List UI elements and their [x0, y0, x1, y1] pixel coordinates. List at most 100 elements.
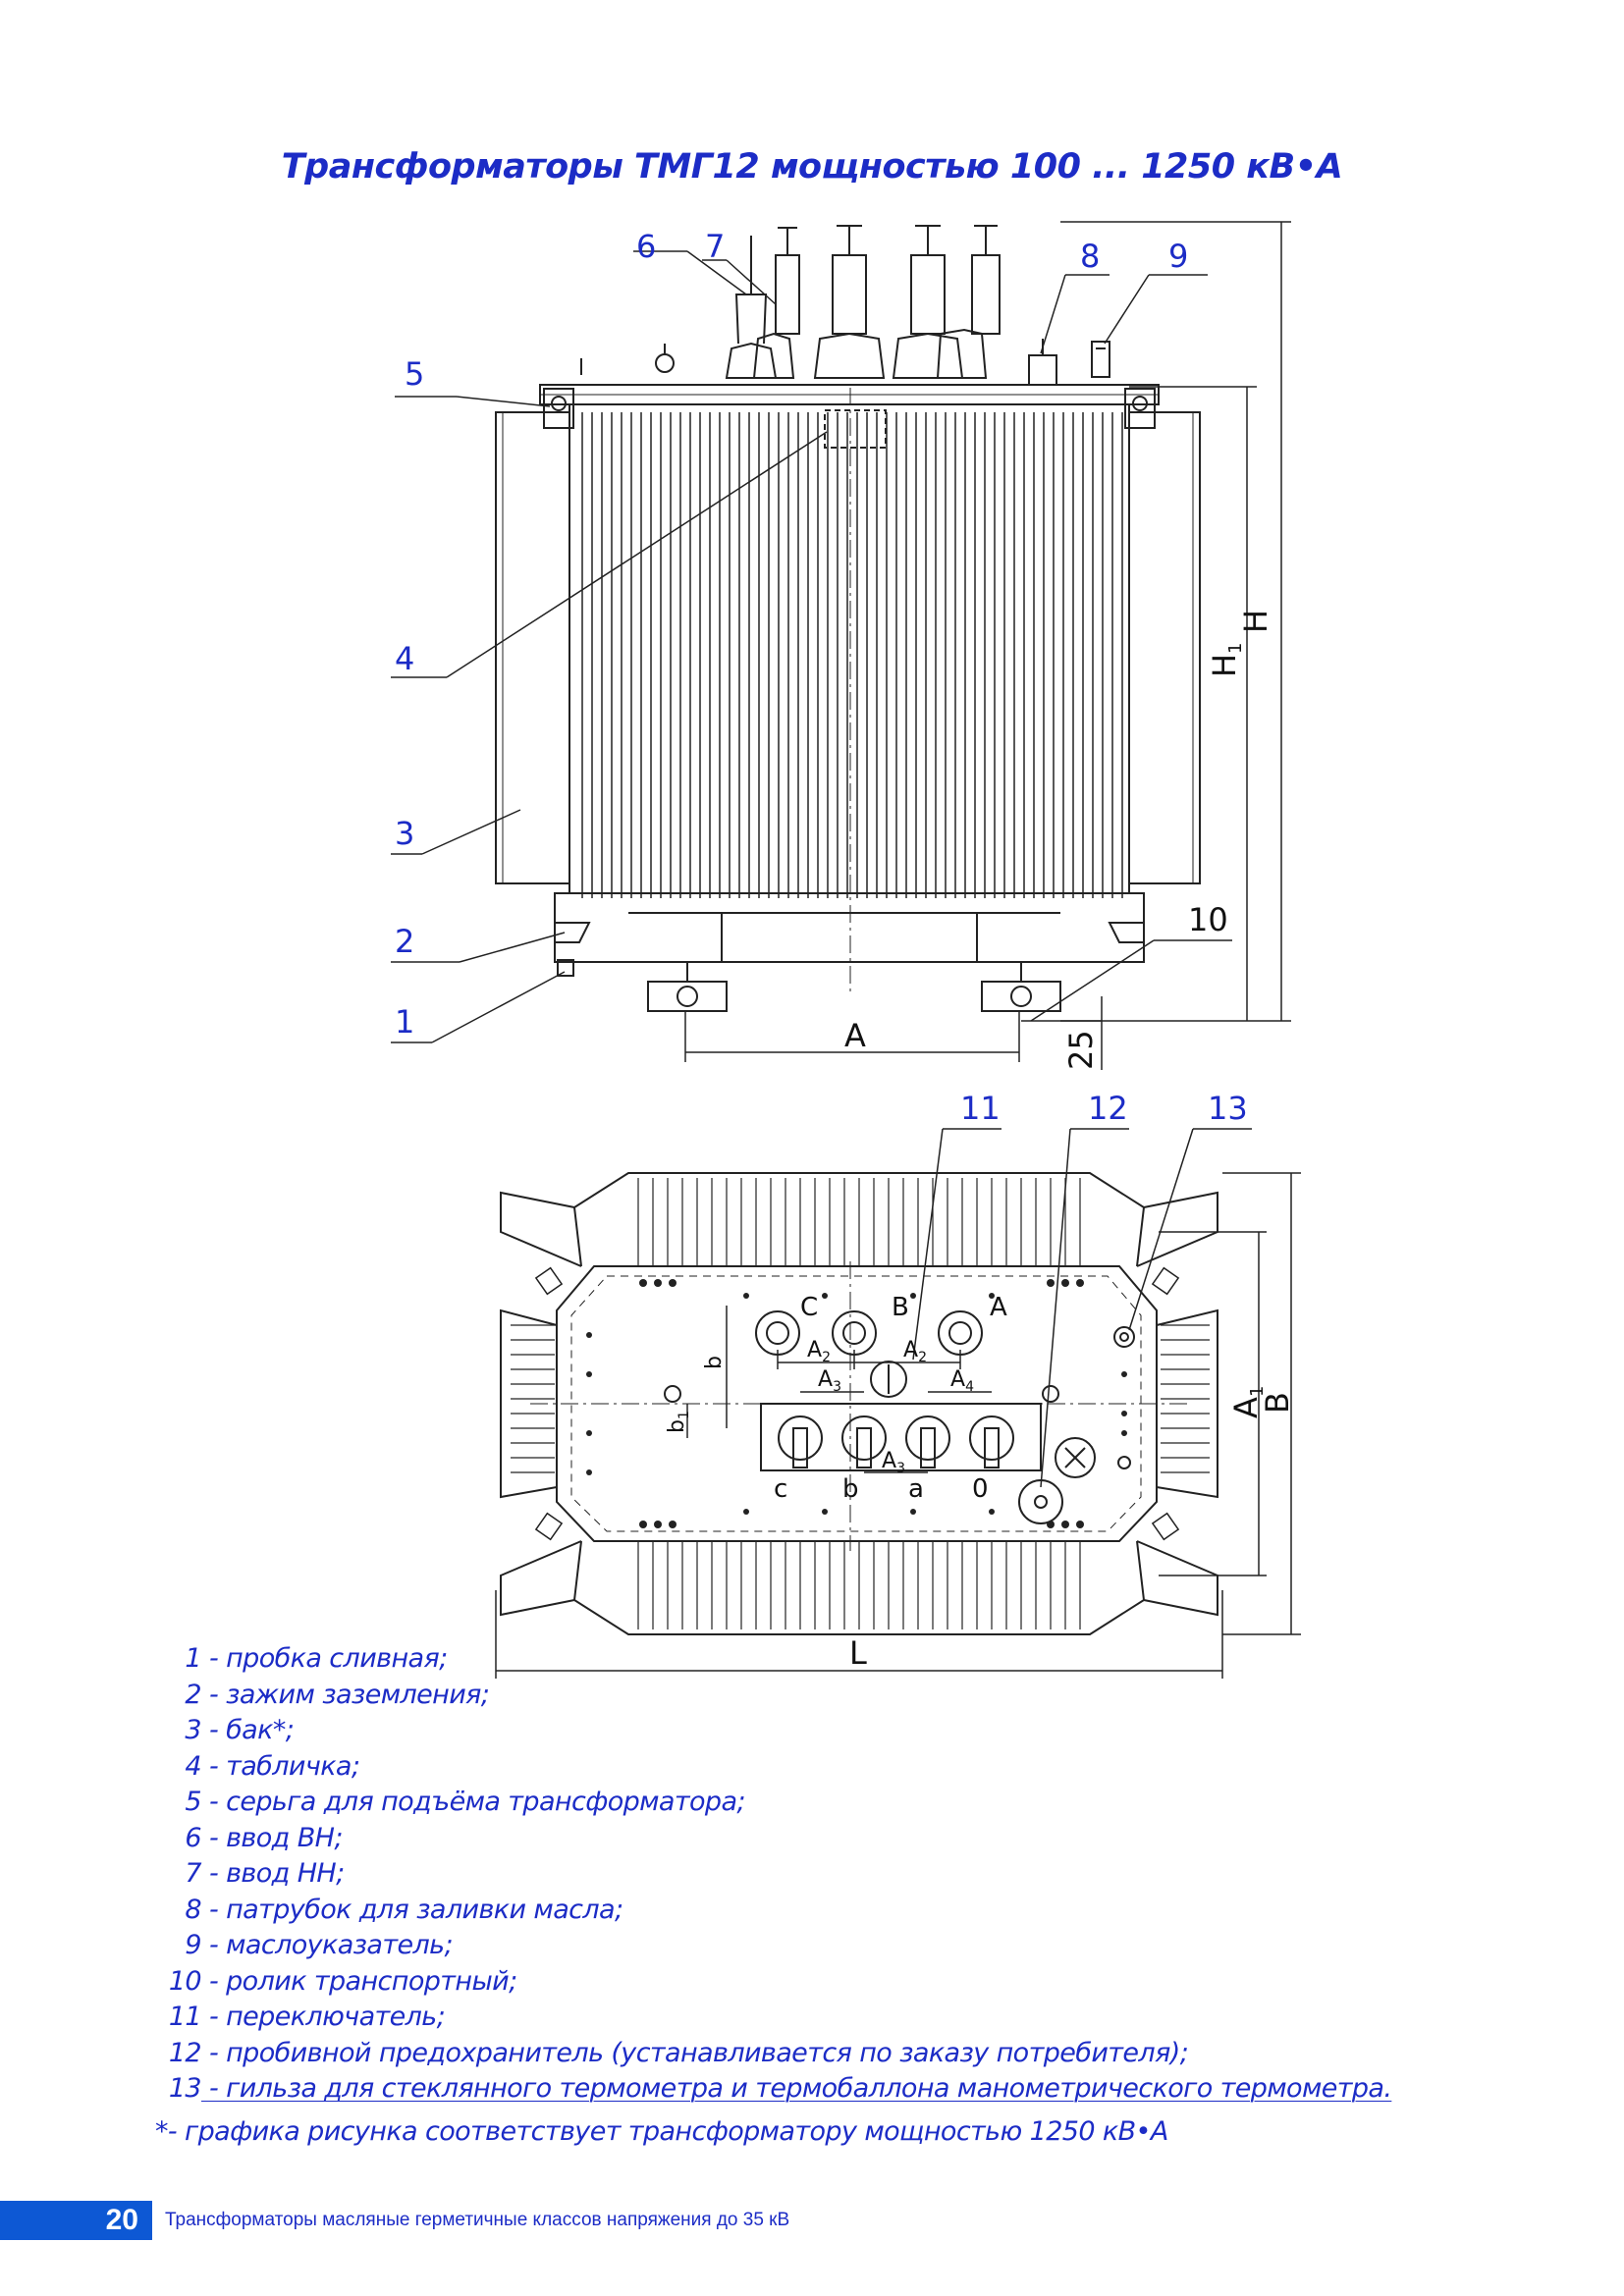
- fins-bottom: [572, 1540, 1146, 1635]
- legend-number: 2: [185, 1679, 201, 1710]
- hv-bushing-a: [938, 1310, 983, 1356]
- dim-A3-bottom: A3: [882, 1449, 905, 1476]
- legend-text: - бак*;: [208, 1715, 295, 1745]
- legend-text: - переключатель;: [208, 2002, 446, 2032]
- front-leaders: [391, 250, 1232, 1043]
- lv-bushing-panel: [760, 1403, 1042, 1471]
- legend-item: 8 - патрубок для заливки масла;: [152, 1893, 1527, 1929]
- lv-label-b: b: [842, 1474, 859, 1504]
- lv-label-a: a: [908, 1474, 924, 1504]
- legend-number: 12: [168, 2037, 202, 2068]
- tank-plan: [556, 1265, 1158, 1542]
- callout-12: 12: [1088, 1090, 1128, 1127]
- legend-number: 4: [185, 1750, 201, 1782]
- dim-A3-top: A3: [818, 1367, 841, 1395]
- dim-25: 25: [1062, 1030, 1100, 1070]
- page-number: 20: [105, 2204, 138, 2236]
- fins-left: [500, 1308, 558, 1499]
- dim-b: b: [702, 1356, 727, 1369]
- hv-bushing-b: [832, 1310, 877, 1356]
- legend-text: - серьга для подъёма трансформатора;: [208, 1787, 746, 1817]
- side-fins-left: [495, 411, 569, 884]
- legend-number: 6: [185, 1822, 201, 1853]
- legend-text: - ролик транспортный;: [208, 1965, 517, 1997]
- tap-changer: [870, 1361, 907, 1398]
- legend-item: 9 - маслоуказатель;: [152, 1928, 1527, 1964]
- dim-A2-left: A2: [807, 1338, 831, 1365]
- transport-roller-right: [981, 962, 1061, 1012]
- hv-label-c: C: [800, 1293, 818, 1322]
- legend-text: - патрубок для заливки масла;: [208, 1894, 623, 1925]
- legend-item: 7 - ввод НН;: [152, 1856, 1527, 1893]
- page-number-badge: 20: [0, 2201, 152, 2240]
- callout-13: 13: [1208, 1090, 1248, 1127]
- lv-bushing-c: [778, 1415, 823, 1468]
- callout-10: 10: [1188, 901, 1228, 938]
- lv-bushing-b: [841, 1415, 887, 1468]
- top-view: [500, 1172, 1218, 1635]
- thermometer-sleeve: [1113, 1326, 1135, 1348]
- legend-list: 1 - пробка сливная; 2 - зажим заземления…: [152, 1641, 1527, 2108]
- dim-B: B: [1259, 1392, 1296, 1414]
- footnote: *- графика рисунка соответствует трансфо…: [155, 2116, 1168, 2147]
- base-frame: [554, 892, 1145, 963]
- legend-text: - ввод ВН;: [208, 1822, 343, 1853]
- callout-1: 1: [395, 1003, 414, 1041]
- dim-A1-sub: 1: [1247, 1386, 1268, 1397]
- legend-text: - табличка;: [208, 1750, 360, 1782]
- legend-item: 3 - бак*;: [152, 1713, 1527, 1749]
- fill-pipe-plan: [1055, 1437, 1096, 1478]
- legend-number: 13: [168, 2073, 202, 2104]
- bushing-lv-3: [892, 225, 964, 379]
- page-footer: 20 Трансформаторы масляные герметичные к…: [0, 2201, 1624, 2240]
- cover-fitting-left: [655, 344, 675, 373]
- tank-corrugation: [581, 412, 1123, 898]
- legend-item: 13 - гильза для стеклянного термометра и…: [152, 2071, 1527, 2108]
- legend-item: 10 - ролик транспортный;: [152, 1964, 1527, 2001]
- dim-H1-sub: 1: [1225, 643, 1246, 654]
- oil-gauge: [1091, 341, 1110, 378]
- front-view: [495, 225, 1201, 1012]
- callout-3: 3: [395, 815, 414, 852]
- dim-A4: A4: [950, 1367, 974, 1395]
- legend-text: - маслоуказатель;: [208, 1930, 454, 1960]
- bushings: [725, 225, 1001, 379]
- lifting-lug-right: [1124, 388, 1156, 429]
- lv-label-c: c: [774, 1474, 787, 1504]
- lv-bushing-0: [969, 1415, 1014, 1468]
- callout-8: 8: [1080, 238, 1100, 275]
- top-dimensions: [495, 1172, 1301, 1679]
- lv-bushing-a: [905, 1415, 950, 1468]
- footer-caption: Трансформаторы масляные герметичные клас…: [165, 2210, 790, 2230]
- legend-item: 4 - табличка;: [152, 1749, 1527, 1786]
- legend-number: 7: [185, 1858, 201, 1889]
- legend-text: - ввод НН;: [208, 1858, 345, 1889]
- top-leaders: [912, 1128, 1252, 1488]
- callout-5: 5: [405, 355, 424, 393]
- bushing-lv-1: [752, 227, 800, 379]
- page-title: Трансформаторы ТМГ12 мощностью 100 ... 1…: [281, 147, 1343, 187]
- legend-number: 11: [168, 2002, 202, 2032]
- side-fins-right: [1129, 411, 1201, 884]
- legend-text: - зажим заземления;: [208, 1679, 490, 1710]
- legend-number: 1: [185, 1643, 201, 1674]
- dim-H1: H: [1206, 654, 1243, 677]
- bushing-lv-2: [813, 225, 886, 379]
- callout-7: 7: [705, 228, 725, 265]
- hv-bushing-c: [755, 1310, 800, 1356]
- hv-label-b: B: [892, 1293, 909, 1322]
- legend-item: 1 - пробка сливная;: [152, 1641, 1527, 1678]
- dim-b1-sub: 1: [677, 1411, 692, 1419]
- legend-text: - пробивной предохранитель (устанавливае…: [208, 2037, 1189, 2068]
- transport-roller-left: [647, 962, 728, 1012]
- bushing-hv-left: [725, 236, 778, 379]
- legend-number: 9: [185, 1930, 201, 1960]
- dim-L: L: [849, 1634, 867, 1672]
- tank-body: [568, 403, 1130, 894]
- legend-item: 12 - пробивной предохранитель (устанавли…: [152, 2036, 1527, 2072]
- dim-A2-right: A2: [903, 1338, 927, 1365]
- legend-item: 2 - зажим заземления;: [152, 1678, 1527, 1714]
- callout-2: 2: [395, 923, 414, 960]
- hv-label-a: A: [990, 1293, 1007, 1322]
- bushing-hv-right: [936, 225, 1001, 379]
